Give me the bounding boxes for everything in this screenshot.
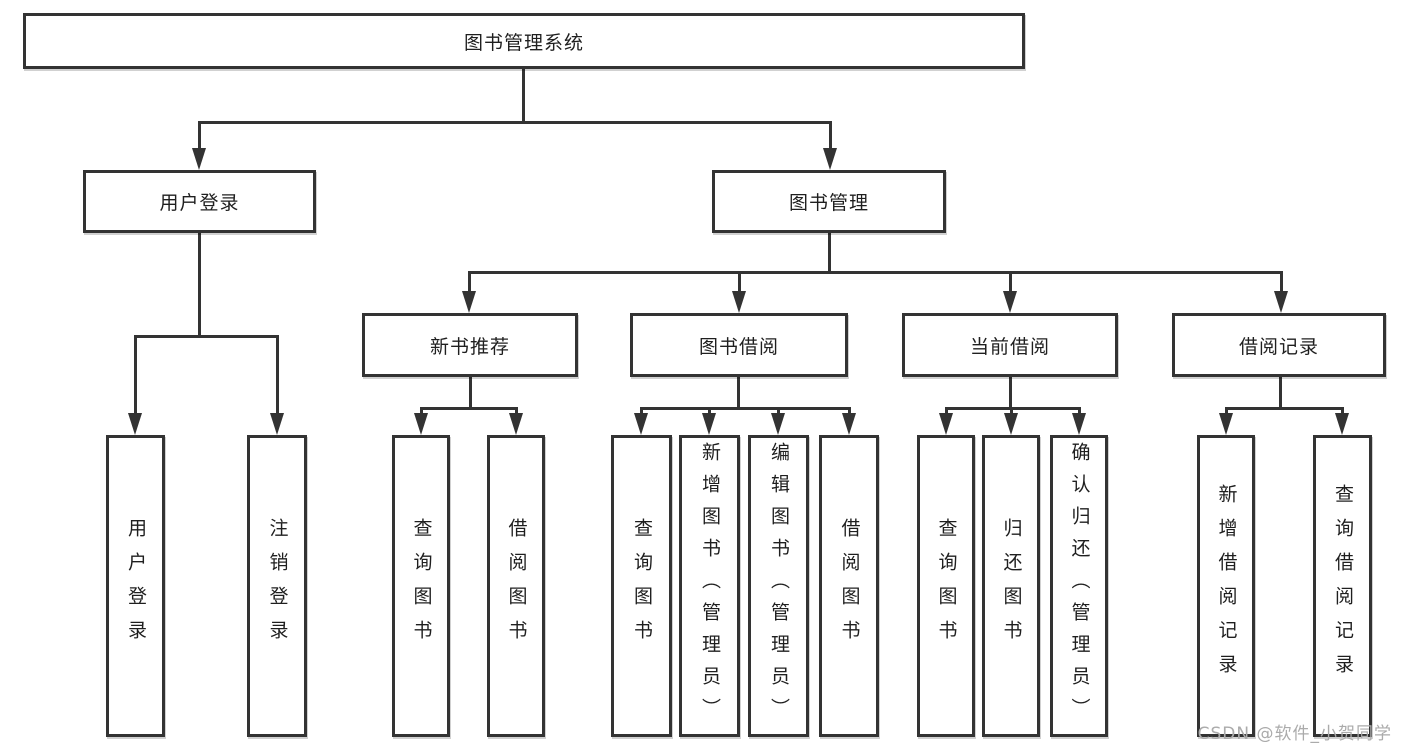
connector-line [198,121,832,124]
leaf-edit-books-admin: 编辑图书（管理员） [748,435,809,737]
connector-line [1009,271,1012,293]
connector-line [522,68,525,123]
leaf-query-books-current: 查询图书 [917,435,975,737]
arrow-down-icon [1004,413,1018,435]
connector-line [198,233,201,338]
connector-line [1280,271,1283,293]
node-label: 图书借阅 [698,335,779,358]
connector-line [134,335,279,338]
leaf-logout: 注销登录 [247,435,307,737]
node-label: 新书推荐 [429,335,510,358]
leaf-return-books: 归还图书 [982,435,1040,737]
connector-line [1225,407,1228,417]
leaf-label: 借阅图书 [505,518,528,654]
connector-line [1279,377,1282,409]
leaf-query-books-borrow: 查询图书 [611,435,672,737]
connector-line [134,335,137,415]
leaf-label: 查询借阅记录 [1332,484,1354,688]
leaf-label: 查询图书 [410,518,433,654]
connector-line [469,377,472,409]
connector-line [198,121,201,151]
leaf-borrow-books: 借阅图书 [819,435,879,737]
leaf-label: 新增借阅记录 [1215,484,1238,688]
arrow-down-icon [1072,413,1086,435]
leaf-query-books-recommend: 查询图书 [392,435,450,737]
arrow-down-icon [842,413,856,435]
leaf-user-login: 用户登录 [106,435,165,737]
node-label: 借阅记录 [1238,335,1319,358]
leaf-label: 借阅图书 [838,518,861,654]
leaf-label: 确认归还（管理员） [1068,442,1091,730]
leaf-label: 用户登录 [125,518,147,654]
node-label: 当前借阅 [969,335,1050,358]
connector-line [640,407,643,417]
arrow-down-icon [732,291,746,313]
connector-line [420,407,423,417]
leaf-label: 查询图书 [935,518,958,654]
connector-line [945,407,948,417]
connector-line [945,407,1081,410]
arrow-down-icon [128,413,142,435]
arrow-down-icon [823,148,837,170]
leaf-borrow-books-recommend: 借阅图书 [487,435,545,737]
connector-line [777,407,780,417]
node-label: 图书管理 [788,192,869,214]
arrow-down-icon [1003,291,1017,313]
arrow-down-icon [771,413,785,435]
arrow-down-icon [270,413,284,435]
node-book-management: 图书管理 [712,170,946,233]
connector-line [829,121,832,151]
leaf-add-borrow-record: 新增借阅记录 [1197,435,1255,737]
connector-line [848,407,851,417]
node-book-borrow: 图书借阅 [630,313,848,377]
arrow-down-icon [702,413,716,435]
node-label: 图书管理系统 [463,31,584,54]
arrow-down-icon [1335,413,1349,435]
connector-line [276,335,279,415]
connector-line [420,407,518,410]
arrow-down-icon [462,291,476,313]
leaf-query-borrow-record: 查询借阅记录 [1313,435,1372,737]
csdn-watermark: CSDN @软件_小贺同学 [1197,724,1392,744]
leaf-confirm-return-admin: 确认归还（管理员） [1050,435,1108,737]
arrow-down-icon [939,413,953,435]
connector-line [1010,407,1013,417]
leaf-label: 注销登录 [266,518,289,654]
connector-line [708,407,711,417]
leaf-label: 编辑图书（管理员） [768,442,790,730]
connector-line [737,377,740,409]
leaf-label: 归还图书 [1000,518,1023,654]
node-current-borrow: 当前借阅 [902,313,1118,377]
arrow-down-icon [1274,291,1288,313]
arrow-down-icon [509,413,523,435]
node-library-system: 图书管理系统 [23,13,1025,69]
node-label: 用户登录 [159,192,240,214]
arrow-down-icon [1219,413,1233,435]
connector-line [738,271,741,293]
connector-line [828,233,831,274]
arrow-down-icon [414,413,428,435]
connector-line [1341,407,1344,417]
connector-line [1225,407,1344,410]
connector-line [640,407,851,410]
arrow-down-icon [634,413,648,435]
leaf-label: 新增图书（管理员） [699,442,721,730]
connector-line [1078,407,1081,417]
connector-line [468,271,1282,274]
connector-line [468,271,471,293]
node-new-book-recommend: 新书推荐 [362,313,578,377]
connector-line [515,407,518,417]
node-user-login: 用户登录 [83,170,316,233]
leaf-label: 查询图书 [631,518,653,654]
leaf-add-books-admin: 新增图书（管理员） [679,435,740,737]
node-borrow-records: 借阅记录 [1172,313,1386,377]
arrow-down-icon [192,148,206,170]
connector-line [1009,377,1012,409]
